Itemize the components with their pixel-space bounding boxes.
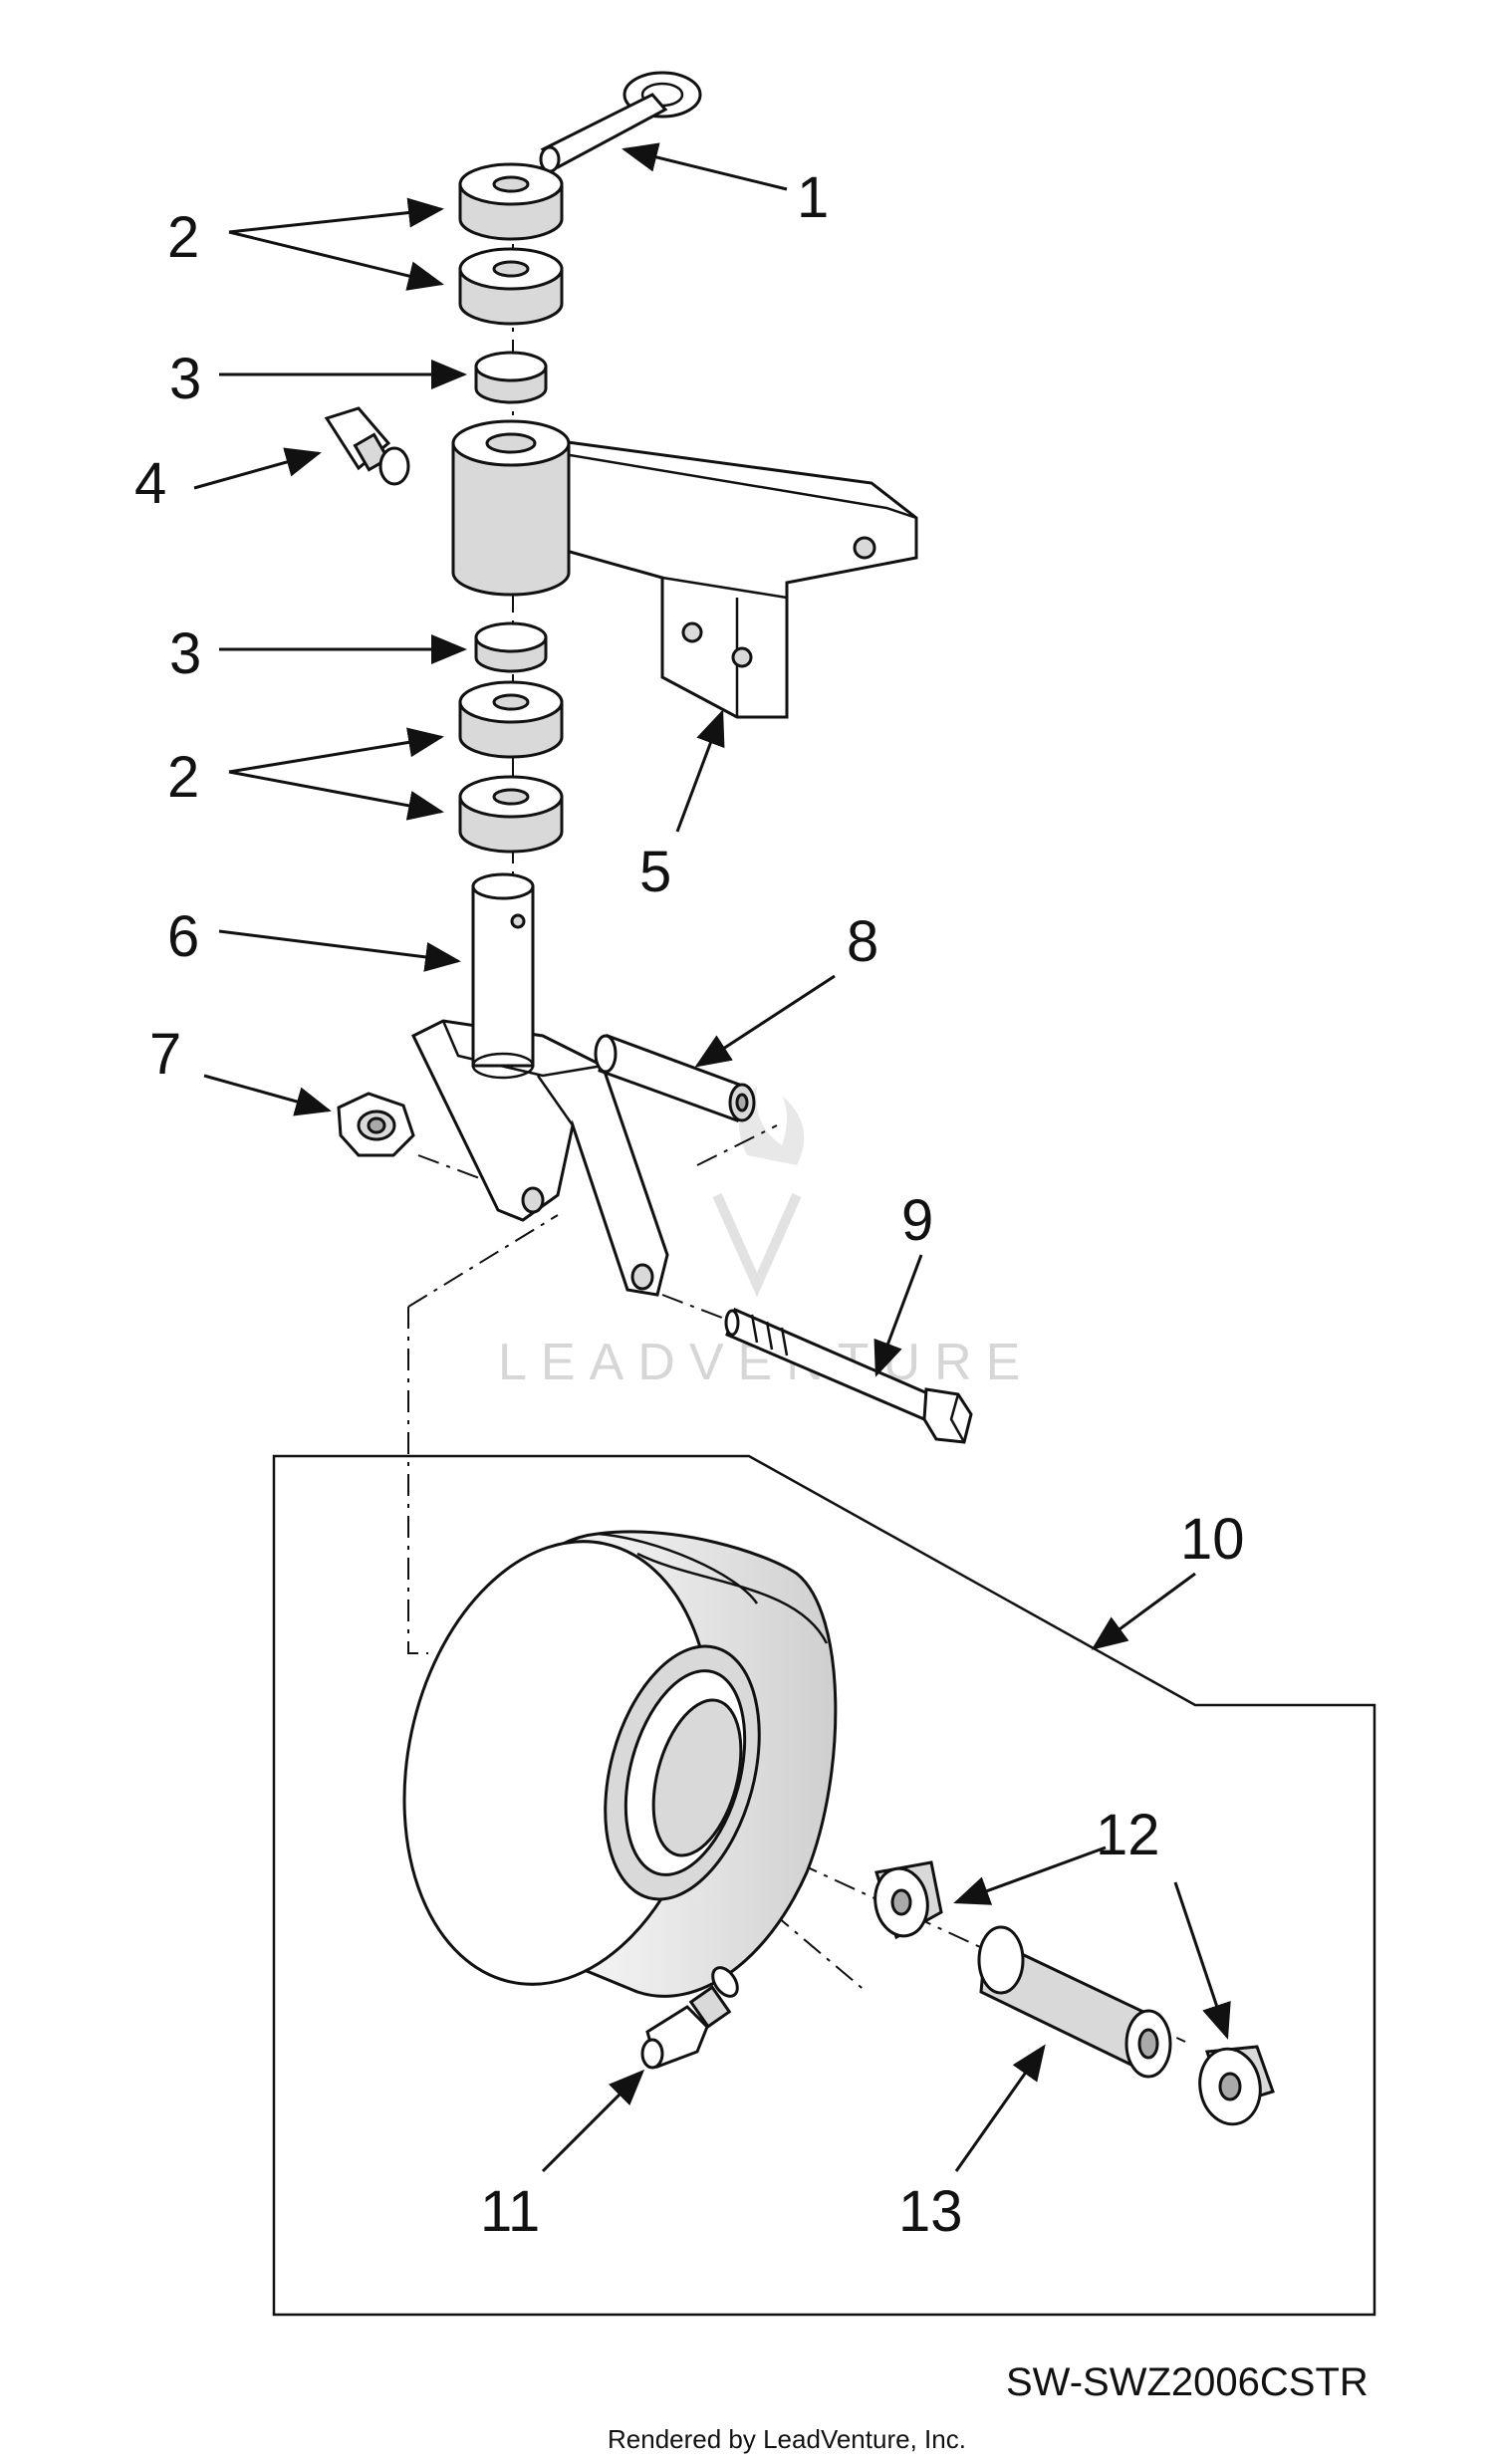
callout-3-lower: 3: [169, 621, 201, 686]
callout-2-lower: 2: [167, 745, 199, 810]
callout-9: 9: [901, 1188, 933, 1253]
part-1-pin: [539, 71, 702, 173]
part-13-wheel-spacer: [977, 1925, 1172, 2079]
part-2-bushing-lower: [458, 680, 564, 759]
callout-10: 10: [1180, 1507, 1245, 1572]
part-2-bushing-lower-2: [458, 775, 564, 854]
callout-6: 6: [167, 904, 199, 969]
callout-11: 11: [480, 2179, 540, 2244]
part-3-bearing-lower: [474, 621, 548, 673]
part-4-grease-fitting: [324, 406, 410, 486]
callout-5: 5: [639, 840, 671, 904]
callout-13: 13: [898, 2179, 963, 2244]
part-6-caster-fork: [411, 872, 669, 1297]
callout-1: 1: [797, 165, 829, 230]
drawing-code: SW-SWZ2006CSTR: [1006, 2360, 1369, 2404]
callout-7: 7: [149, 1022, 181, 1087]
callout-8: 8: [847, 909, 878, 974]
callout-12: 12: [1096, 1803, 1160, 1867]
part-12-bearing-a: [873, 1860, 943, 1940]
part-8-spacer-tube: [594, 1033, 756, 1123]
part-11-grease-fitting: [640, 1966, 739, 2070]
callout-3-upper: 3: [169, 347, 201, 411]
part-9-bolt: [724, 1307, 973, 1444]
render-credit: Rendered by LeadVenture, Inc.: [608, 2424, 966, 2454]
callout-4: 4: [134, 451, 166, 516]
leader-arrows: [193, 142, 1231, 2173]
part-12-bearing-b: [1198, 2045, 1275, 2126]
part-7-lock-nut: [337, 1092, 415, 1157]
part-3-bearing-upper: [474, 351, 548, 404]
part-2-bushing-upper-2: [458, 247, 564, 326]
part-10-tire: [402, 1530, 838, 1998]
wheel-assembly-frame: [272, 1454, 1376, 2317]
callout-2-upper: 2: [167, 205, 199, 270]
callout-labels: 1 2 3 4 3 2 5 6 7 8 9 10 11 12 13: [134, 165, 1245, 2244]
part-2-bushing-upper: [458, 162, 564, 241]
part-5-caster-arm: [451, 419, 918, 719]
